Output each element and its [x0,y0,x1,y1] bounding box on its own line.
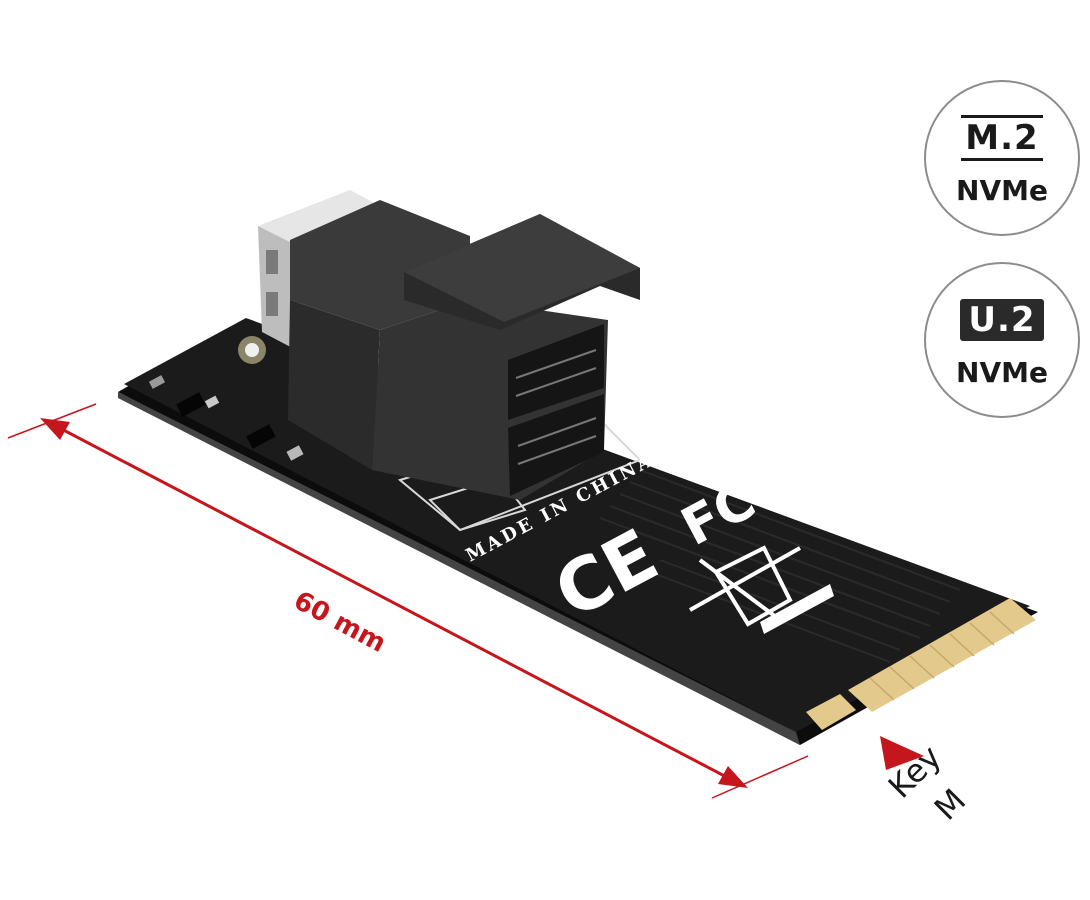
key-indicator: Key M [880,736,973,828]
u2-nvme-badge: U.2 NVMe [924,262,1080,418]
gold-edge-connector [806,598,1036,730]
sff-connector [258,190,640,500]
m2-nvme-badge: M.2 NVMe [924,80,1080,236]
dimension-label: 60 mm [289,586,391,659]
m2-label: M.2 [926,115,1078,161]
key-arrow-icon [880,736,924,770]
u2-nvme-label: NVMe [956,356,1048,389]
weee-bin-icon [689,545,834,634]
key-type-label: M [927,781,973,827]
u2-label: U.2 [926,299,1078,341]
m2-nvme-label: NVMe [956,174,1048,207]
